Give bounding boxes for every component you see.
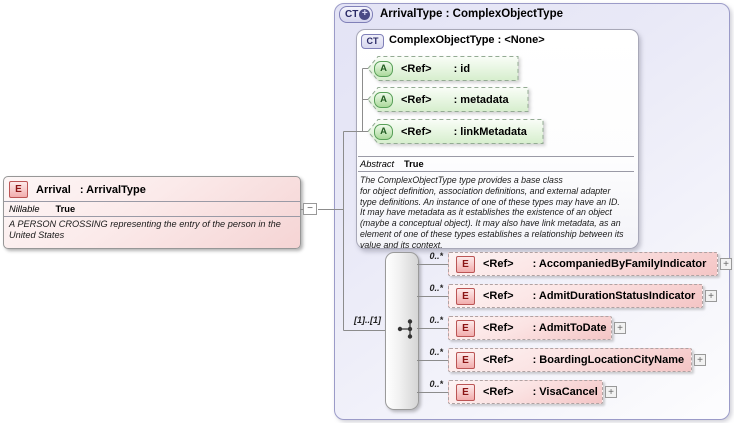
expand-button[interactable]: + [720, 258, 732, 270]
attribute-icon: A [374, 123, 393, 140]
attribute-metadata[interactable]: A <Ref> : metadata [374, 87, 509, 112]
attribute-tag-metadata-shape [367, 87, 529, 112]
sequence-bar[interactable] [385, 252, 419, 410]
element-name: : BoardingLocationCityName [532, 354, 685, 366]
attribute-ref: <Ref> [401, 62, 432, 75]
attribute-ref: <Ref> [401, 93, 432, 106]
attribute-tag-linkmetadata-shape [367, 119, 544, 144]
element-icon: E [456, 351, 475, 369]
attribute-linkmetadata[interactable]: A <Ref> : linkMetadata [374, 119, 527, 144]
element-ref: <Ref> [483, 258, 514, 270]
attribute-id[interactable]: A <Ref> : id [374, 56, 470, 81]
attribute-ref: <Ref> [401, 125, 432, 138]
plus-circle-icon: + [359, 9, 371, 20]
attribute-tag-id-shape [367, 56, 519, 81]
attribute-name: : linkMetadata [453, 125, 527, 138]
element-name: : AdmitToDate [532, 322, 607, 334]
element-boardinglocationcityname[interactable]: E <Ref> : BoardingLocationCityName [448, 348, 692, 372]
element-admittodate[interactable]: E <Ref> : AdmitToDate [448, 316, 612, 340]
expand-button[interactable]: + [705, 290, 717, 302]
cardinality-label: 0..* [429, 315, 443, 325]
base-type-annotation: The ComplexObjectType type provides a ba… [360, 175, 624, 250]
element-icon: E [456, 319, 475, 337]
nillable-row: Nillable True [4, 202, 300, 216]
base-type-badge: CT [361, 34, 384, 49]
separator [358, 171, 634, 172]
attribute-icon: A [374, 91, 393, 108]
element-admitdurationstatusindicator[interactable]: E <Ref> : AdmitDurationStatusIndicator [448, 284, 703, 308]
element-name: Arrival [36, 183, 71, 196]
element-name: : AdmitDurationStatusIndicator [532, 290, 696, 302]
element-type: : ArrivalType [79, 183, 146, 196]
expand-button[interactable]: + [614, 322, 626, 334]
expand-button[interactable]: + [605, 386, 617, 398]
nillable-label: Nillable [9, 204, 40, 214]
element-icon: E [456, 383, 475, 401]
complex-type-badge: CT + [339, 6, 374, 23]
separator [4, 201, 300, 202]
attribute-icon: A [374, 60, 393, 77]
element-ref: <Ref> [483, 354, 514, 366]
element-name: : AccompaniedByFamilyIndicator [532, 258, 707, 270]
element-annotation: A PERSON CROSSING representing the entry… [9, 219, 281, 240]
abstract-label: Abstract [360, 159, 395, 169]
element-ref: <Ref> [483, 290, 514, 302]
element-visacancel[interactable]: E <Ref> : VisaCancel [448, 380, 603, 404]
occurrence-label: [1]..[1] [354, 315, 381, 325]
global-element-arrival[interactable]: E Arrival : ArrivalType Nillable True A … [3, 176, 301, 249]
abstract-value: True [404, 159, 424, 169]
collapse-button[interactable]: − [303, 203, 317, 215]
expand-button[interactable]: + [694, 354, 706, 366]
element-header: E Arrival : ArrivalType [4, 177, 300, 201]
base-type-title: ComplexObjectType : <None> [389, 34, 545, 46]
element-icon: E [456, 255, 475, 273]
element-name: : VisaCancel [532, 386, 598, 398]
element-accompaniedbyfamilyindicator[interactable]: E <Ref> : AccompaniedByFamilyIndicator [448, 252, 718, 276]
cardinality-label: 0..* [429, 283, 443, 293]
element-icon: E [9, 181, 28, 198]
ct-badge-label: CT [345, 8, 359, 20]
sequence-icon [397, 319, 413, 339]
nillable-value: True [55, 204, 76, 214]
cardinality-label: 0..* [429, 347, 443, 357]
attribute-name: : metadata [453, 93, 509, 106]
cardinality-label: 0..* [429, 251, 443, 261]
complex-type-title: ArrivalType : ComplexObjectType [380, 8, 563, 20]
cardinality-label: 0..* [429, 379, 443, 389]
element-icon: E [456, 287, 475, 305]
separator [358, 156, 634, 157]
element-ref: <Ref> [483, 386, 514, 398]
separator [4, 216, 300, 217]
element-ref: <Ref> [483, 322, 514, 334]
attribute-name: : id [453, 62, 471, 75]
